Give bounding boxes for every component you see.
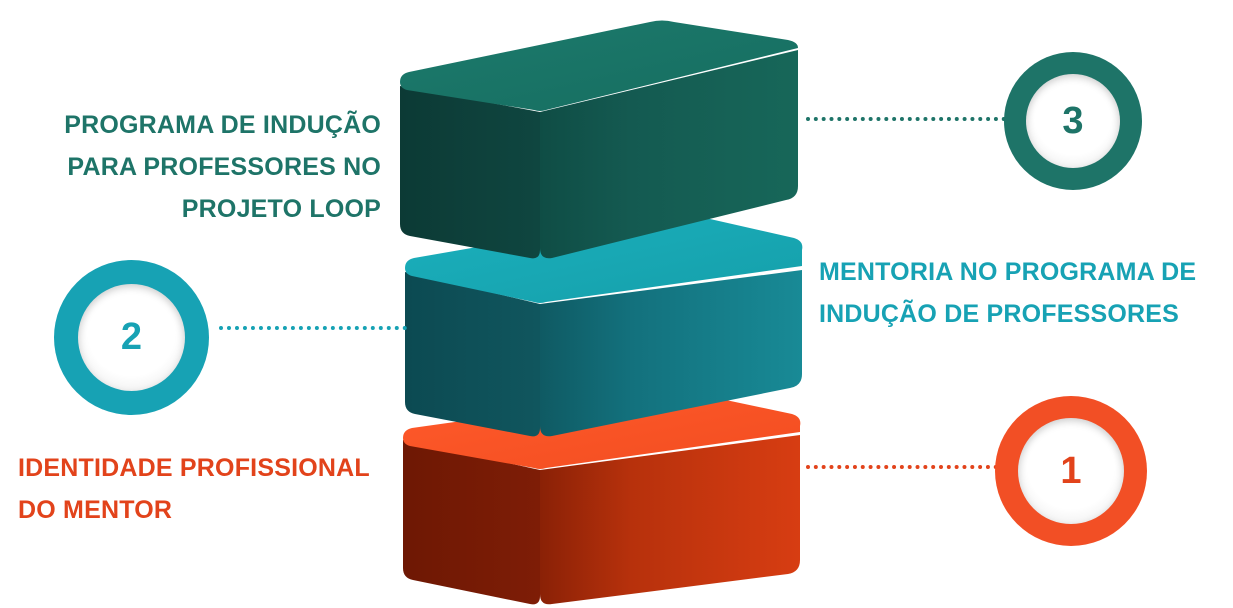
label-3-line-3: PROJETO LOOP [181,195,381,223]
badge-1-number: 1 [1060,449,1082,492]
badge-level-1: 1 [995,396,1147,546]
label-2-line-2: INDUÇÃO DE PROFESSORES [819,300,1180,328]
label-level-3: PROGRAMA DE INDUÇÃO PARA PROFESSORES NO … [64,104,381,230]
badge-3-number: 3 [1062,99,1084,142]
block-3-front [540,50,798,259]
label-1-line-1: IDENTIDADE PROFISSIONAL [18,454,370,482]
badge-level-2: 2 [54,260,209,415]
connector-level-3 [806,117,1006,121]
block-2-left [405,272,540,437]
block-1-left [403,440,540,605]
block-level-3 [400,20,798,259]
label-1-line-2: DO MENTOR [18,496,173,524]
connector-level-2 [219,326,407,330]
block-2-front [540,270,802,437]
block-level-1 [403,391,801,605]
label-3-line-2: PARA PROFESSORES NO [67,153,381,181]
block-2-top [405,213,803,303]
label-2-line-1: MENTORIA NO PROGRAMA DE [819,258,1197,286]
label-level-2: MENTORIA NO PROGRAMA DE INDUÇÃO DE PROFE… [819,251,1196,335]
block-3-top [400,20,798,111]
label-level-1: IDENTIDADE PROFISSIONAL DO MENTOR [18,447,370,531]
label-3-line-1: PROGRAMA DE INDUÇÃO [64,111,381,139]
block-1-front [540,435,800,605]
block-level-2 [405,213,803,437]
block-3-left [400,86,540,259]
badge-2-number: 2 [120,316,143,358]
badge-level-3: 3 [1004,52,1142,190]
block-1-top [403,391,801,469]
connector-level-1 [806,465,998,469]
